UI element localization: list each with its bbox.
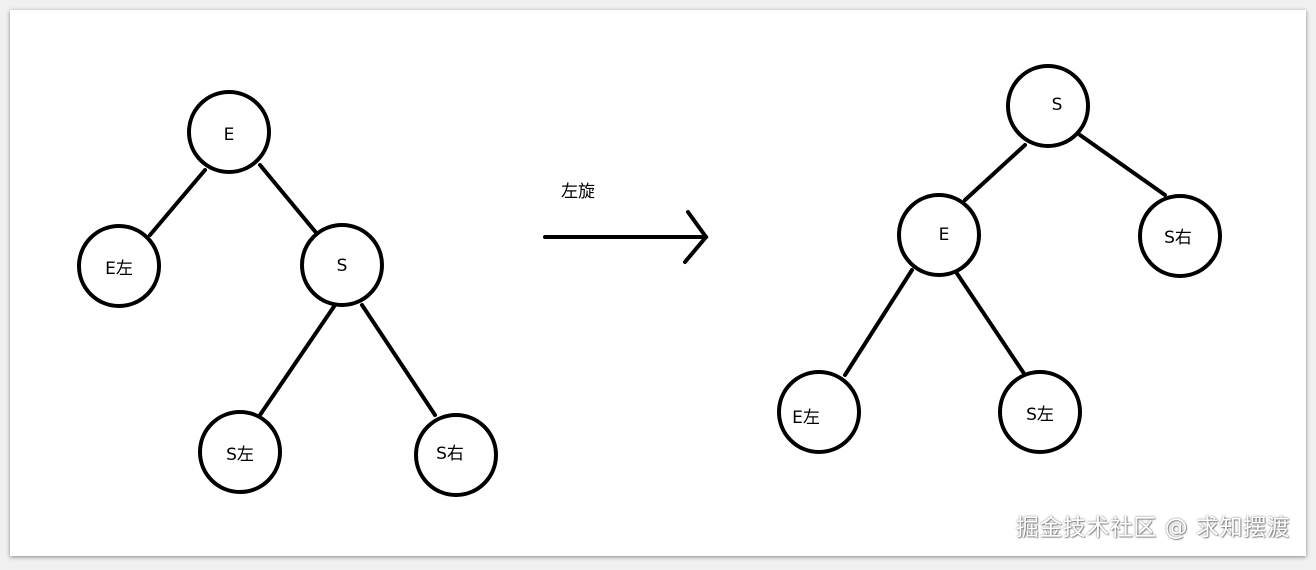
- after-label-root-right: S右: [1164, 228, 1192, 248]
- after-node-root-right: [1138, 194, 1222, 278]
- after-node-root-left: [897, 193, 981, 277]
- before-node-root: [187, 90, 271, 174]
- after-label-root: S: [1052, 95, 1063, 115]
- watermark: 掘金技术社区 @ 求知摆渡: [1015, 515, 1290, 541]
- after-node-root: [1006, 64, 1090, 148]
- edge-after-s-e: [963, 143, 1027, 202]
- before-node-root-left: [77, 224, 161, 308]
- after-node-left-right: [998, 370, 1082, 454]
- after-label-left-left: E左: [792, 408, 820, 428]
- after-label-root-left: E: [939, 225, 950, 245]
- before-node-root-right: [300, 223, 384, 307]
- before-label-right-left: S左: [226, 445, 254, 465]
- before-label-root-right: S: [337, 256, 348, 276]
- before-label-root-left: E左: [105, 259, 133, 279]
- after-node-left-left: [777, 370, 861, 454]
- before-label-right-right: S右: [436, 444, 464, 464]
- edge-before-e-s: [258, 163, 320, 237]
- before-label-root: E: [224, 125, 235, 145]
- edge-before-e-eleft: [148, 168, 207, 237]
- before-node-right-left: [198, 410, 282, 494]
- rotation-label: 左旋: [561, 182, 595, 202]
- edge-after-s-sright: [1078, 133, 1167, 197]
- edge-before-s-sleft: [258, 303, 337, 417]
- edge-after-e-sleft: [954, 270, 1027, 377]
- after-label-left-right: S左: [1026, 405, 1054, 425]
- edge-before-s-sright: [360, 303, 437, 417]
- edge-after-e-eleft: [843, 268, 914, 377]
- before-node-right-right: [414, 413, 498, 497]
- diagram-canvas: E E左 S S左 S右 S E S右 E左 S左 左旋 掘金技术社区 @ 求知…: [10, 10, 1306, 556]
- rotation-arrow-head: [683, 210, 709, 264]
